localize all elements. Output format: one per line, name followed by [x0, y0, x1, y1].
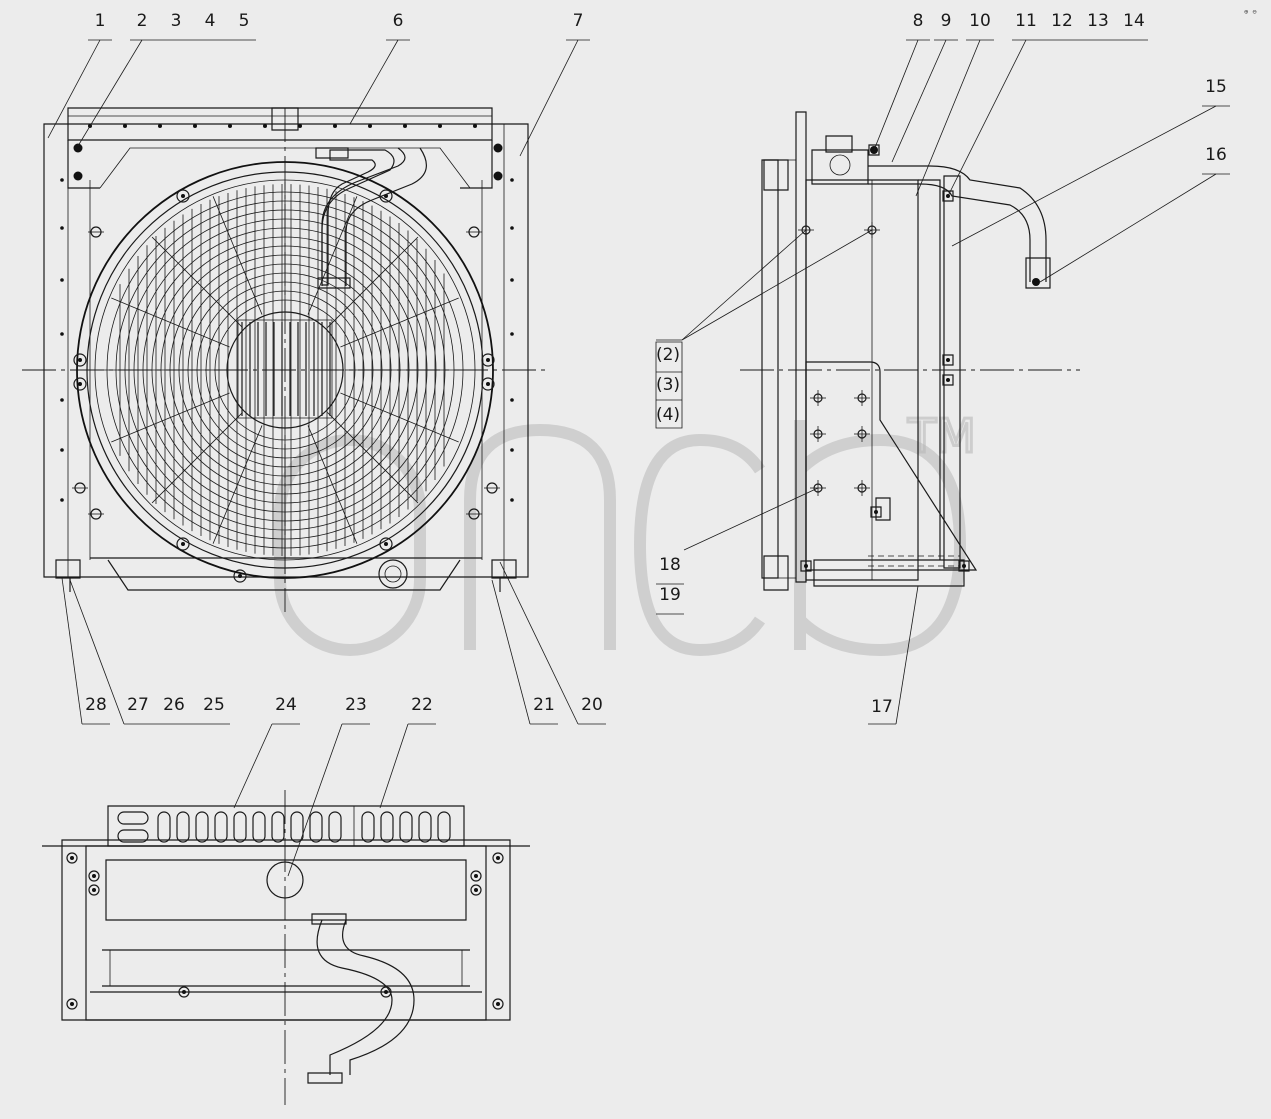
callout-7: 7 — [573, 11, 584, 31]
callout-15: 15 — [1205, 77, 1227, 97]
callout-26: 26 — [163, 695, 185, 715]
callout-4: (4) — [656, 405, 680, 425]
callout-14: 14 — [1123, 11, 1145, 31]
callout-16: 16 — [1205, 145, 1227, 165]
callout-27: 27 — [127, 695, 149, 715]
callout-24: 24 — [275, 695, 297, 715]
callout-5: 5 — [239, 11, 250, 31]
callout-18: 18 — [659, 555, 681, 575]
callout-28: 28 — [85, 695, 107, 715]
callout-17: 17 — [871, 697, 893, 717]
callout-10: 10 — [969, 11, 991, 31]
callout-1: 1 — [95, 11, 106, 31]
side-view — [740, 112, 1080, 590]
callout-20: 20 — [581, 695, 603, 715]
callout-19: 19 — [659, 585, 681, 605]
callout-4: 4 — [205, 11, 216, 31]
callout-9: 9 — [941, 11, 952, 31]
svg-text:⊕ ⊖: ⊕ ⊖ — [1244, 8, 1257, 16]
callout-22: 22 — [411, 695, 433, 715]
callout-12: 12 — [1051, 11, 1073, 31]
bottom-view — [42, 790, 530, 1105]
callout-3: 3 — [171, 11, 182, 31]
callout-25: 25 — [203, 695, 225, 715]
callout-8: 8 — [913, 11, 924, 31]
callout-13: 13 — [1087, 11, 1109, 31]
callout-leaders — [48, 40, 1230, 876]
callout-23: 23 — [345, 695, 367, 715]
callout-2: (2) — [656, 345, 680, 365]
watermark-tm: TM — [907, 409, 976, 463]
callout-2: 2 — [137, 11, 148, 31]
watermark-logo: TM — [280, 408, 977, 650]
front-view — [22, 108, 548, 612]
callout-6: 6 — [393, 11, 404, 31]
callout-3: (3) — [656, 375, 680, 395]
callout-11: 11 — [1015, 11, 1037, 31]
callout-21: 21 — [533, 695, 555, 715]
